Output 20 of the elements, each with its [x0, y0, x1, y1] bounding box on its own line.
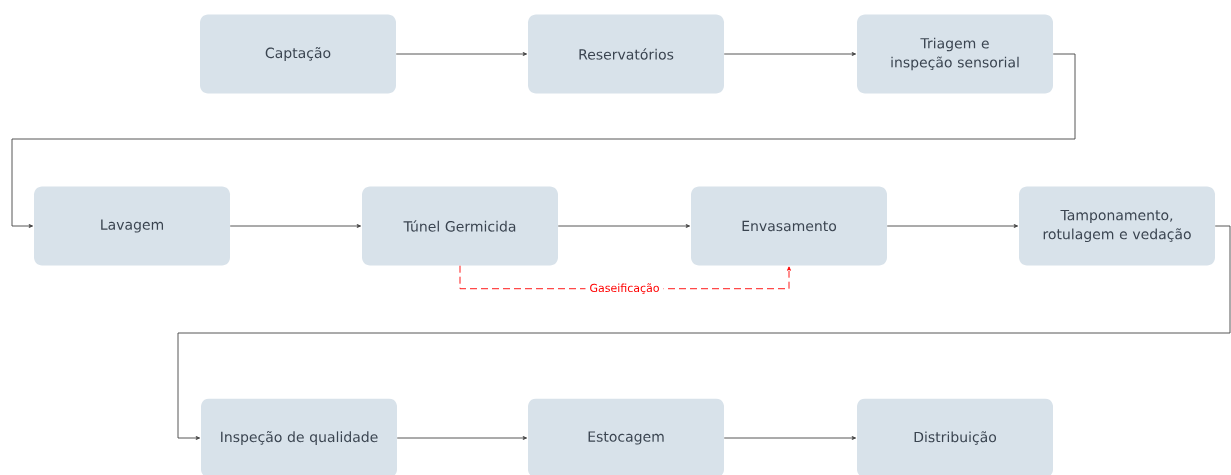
- process-box: Distribuição: [857, 398, 1053, 475]
- process-box: Reservatórios: [528, 14, 724, 94]
- arrow: [177, 225, 1231, 440]
- arrow: [11, 53, 1076, 228]
- process-box: Inspeção de qualidade: [201, 398, 397, 475]
- arrow: [723, 52, 857, 56]
- process-box: Triagem e inspeção sensorial: [857, 14, 1053, 94]
- arrow: [886, 224, 1019, 228]
- arrow: [396, 436, 528, 440]
- arrow: [395, 52, 528, 56]
- arrow: [723, 436, 857, 440]
- arrow: [229, 224, 362, 228]
- process-box: Envasamento: [691, 186, 887, 266]
- process-box: Lavagem: [34, 186, 230, 266]
- edge-label: Gaseificação: [585, 279, 664, 299]
- process-box: Estocagem: [528, 398, 724, 475]
- process-box: Captação: [200, 14, 396, 94]
- process-box: Tamponamento, rotulagem e vedação: [1019, 186, 1215, 266]
- arrow: [557, 224, 691, 228]
- process-box: Túnel Germicida: [362, 186, 558, 266]
